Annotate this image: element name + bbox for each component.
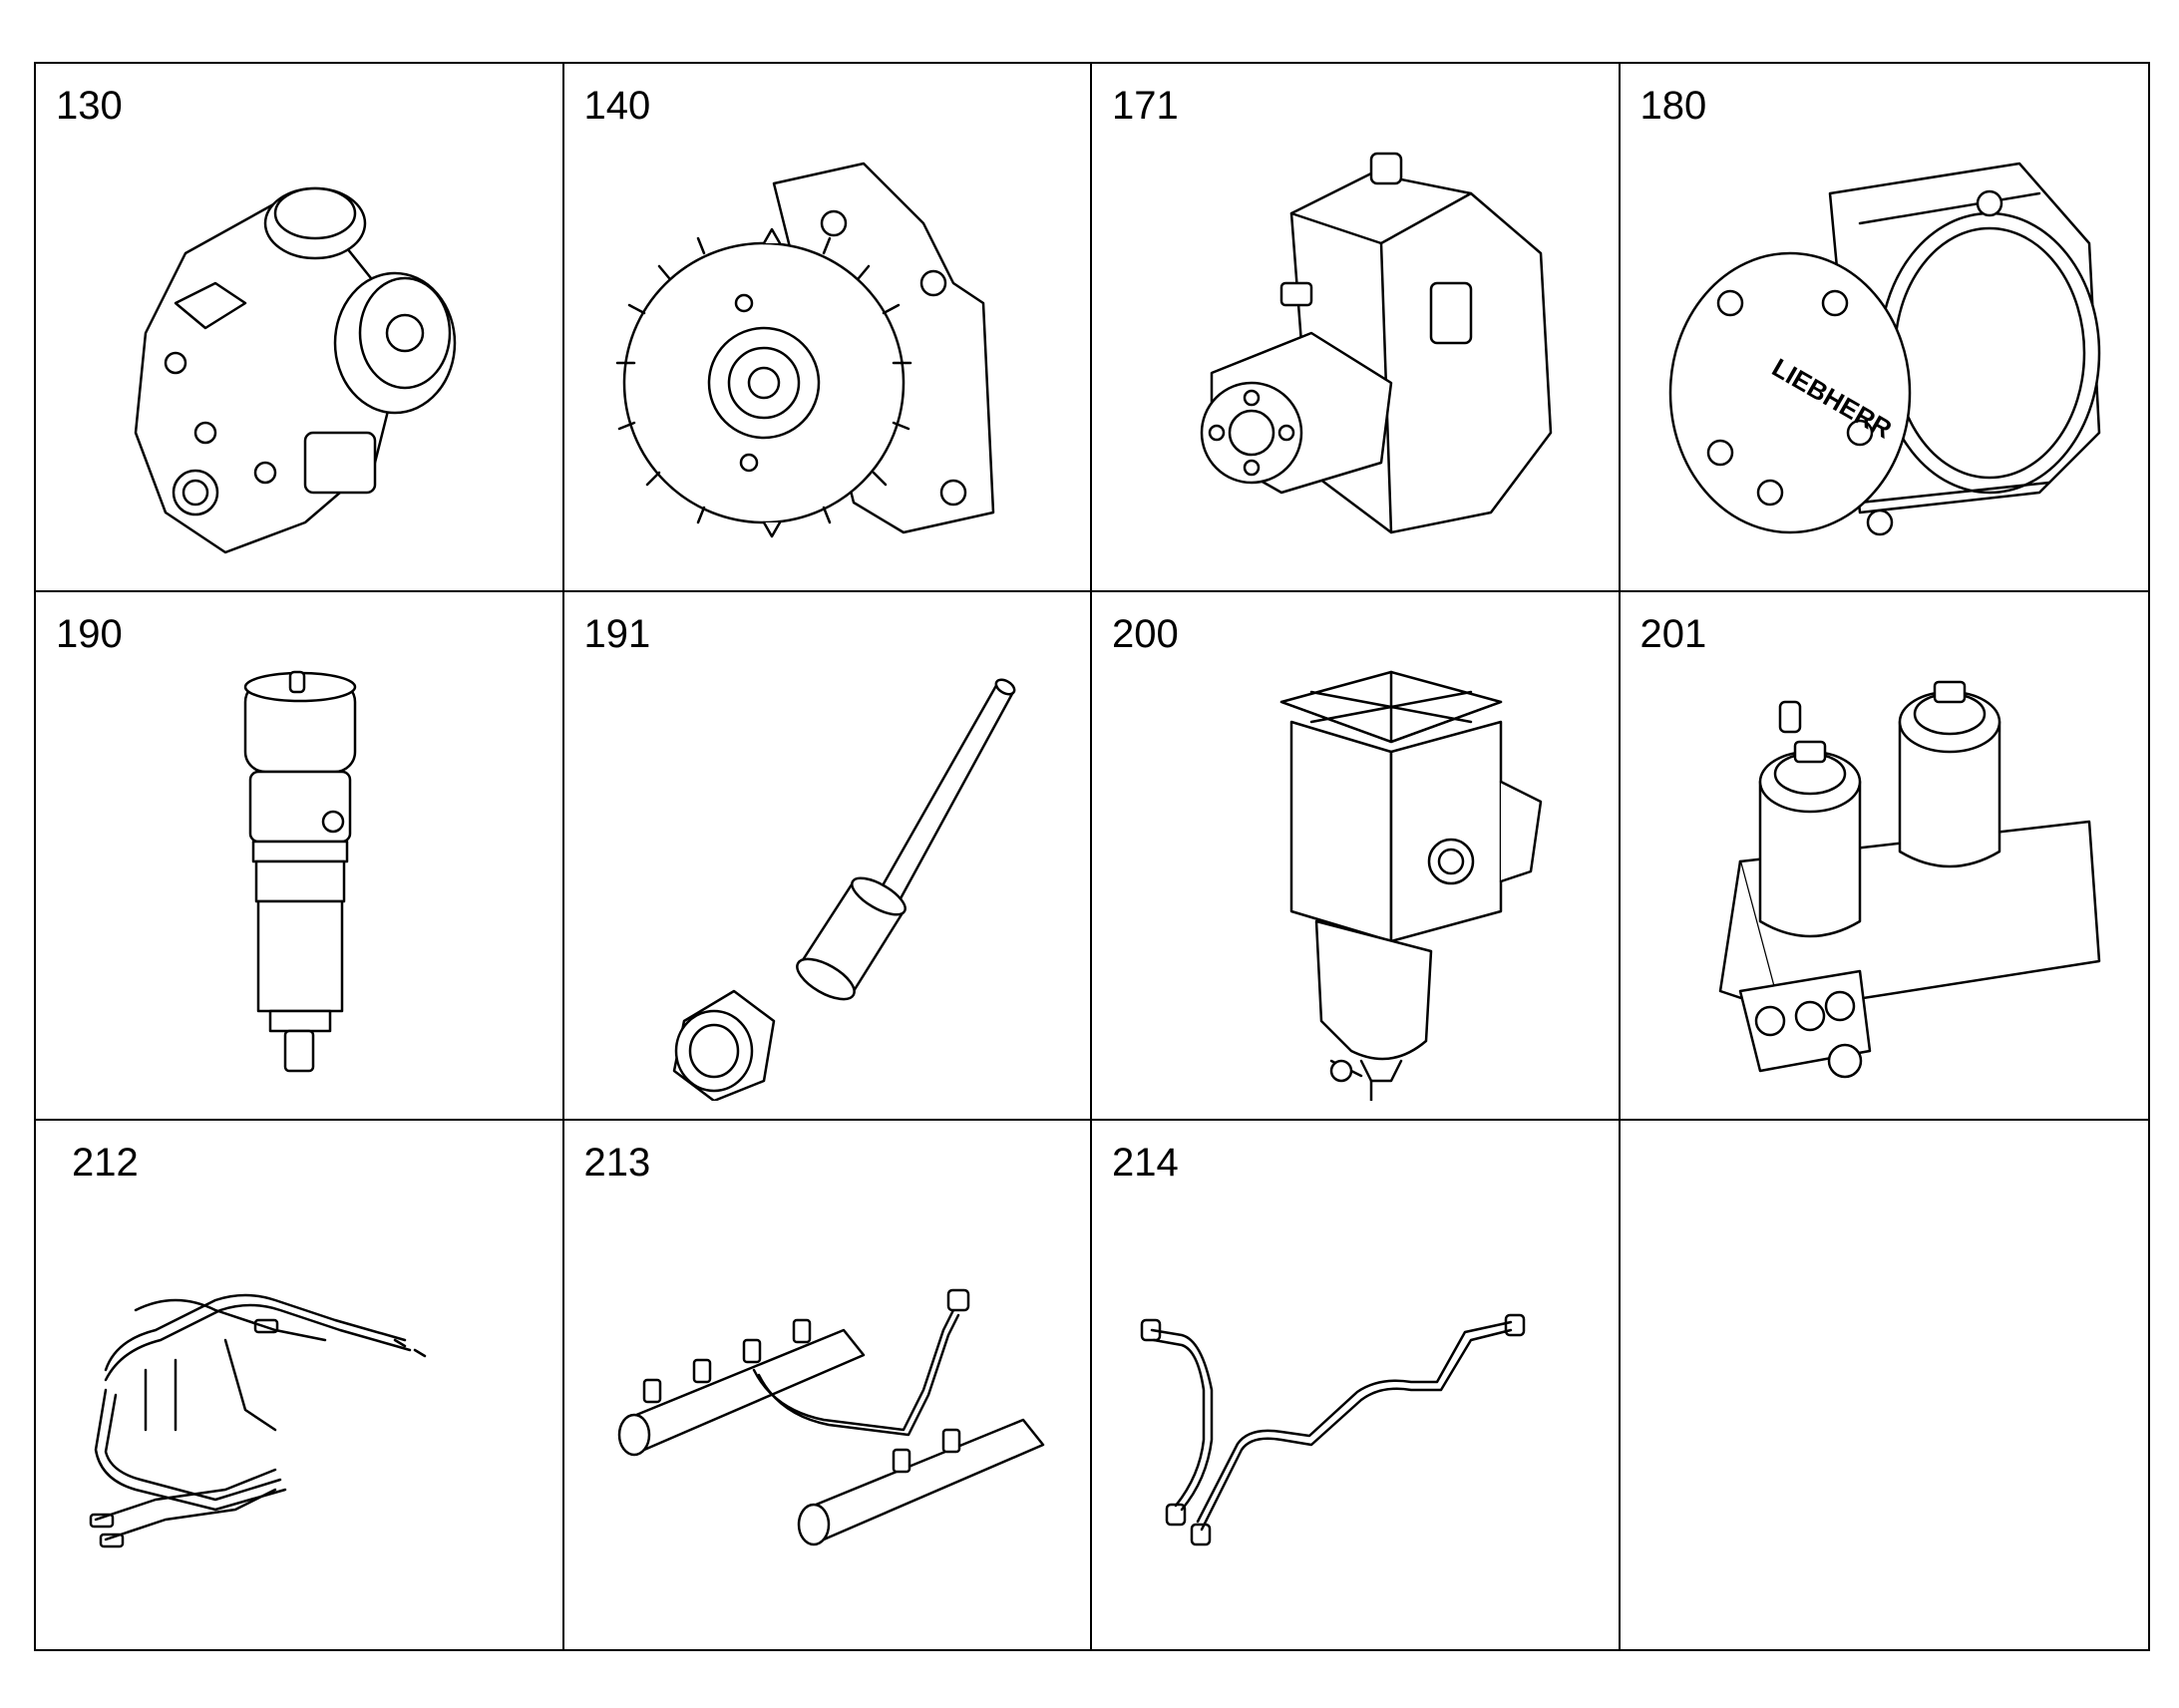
part-number: 130: [56, 84, 123, 128]
part-cell-140[interactable]: 140: [563, 64, 1092, 592]
high-pressure-pump-icon: [1200, 152, 1553, 534]
part-number: 171: [1112, 84, 1179, 128]
injection-pipe-icon: [1140, 1313, 1526, 1546]
part-cell-130[interactable]: 130: [36, 64, 564, 592]
compressor-icon: LIEBHERR: [1668, 162, 2100, 536]
fuel-prefilter-icon: [1279, 670, 1543, 1101]
empty-cell: [1621, 1121, 2149, 1649]
part-number: 180: [1639, 84, 1707, 128]
part-cell-200[interactable]: 200: [1092, 592, 1621, 1121]
pressure-pipe-connector-icon: [672, 678, 1015, 1101]
part-cell-214[interactable]: 214: [1092, 1121, 1621, 1649]
part-cell-191[interactable]: 191: [563, 592, 1092, 1121]
fuel-pump-filter-assembly-icon: [134, 186, 457, 554]
part-cell-213[interactable]: 213: [564, 1121, 1092, 1649]
part-cell-212[interactable]: 212: [36, 1121, 564, 1649]
part-number: 190: [56, 612, 123, 656]
injector-icon: [243, 670, 357, 1073]
part-number: 213: [583, 1141, 651, 1185]
gear-pump-icon: [615, 162, 994, 538]
part-number: 214: [1112, 1141, 1179, 1185]
part-cell-190[interactable]: 190: [36, 592, 564, 1121]
fuel-lines-icon: [89, 1293, 427, 1548]
part-number: 191: [583, 612, 651, 656]
part-cell-201[interactable]: 201: [1620, 592, 2148, 1121]
part-number: 200: [1112, 612, 1179, 656]
part-number: 201: [1639, 612, 1707, 656]
part-number: 212: [72, 1141, 139, 1185]
common-rail-icon: [617, 1288, 1044, 1546]
part-cell-171[interactable]: 171: [1092, 64, 1621, 592]
part-number: 140: [583, 84, 651, 128]
fuel-filter-housing-icon: [1718, 680, 2100, 1079]
parts-grid: 130 140: [34, 62, 2150, 1651]
part-cell-180[interactable]: 180 LIEBHERR: [1620, 64, 2148, 592]
